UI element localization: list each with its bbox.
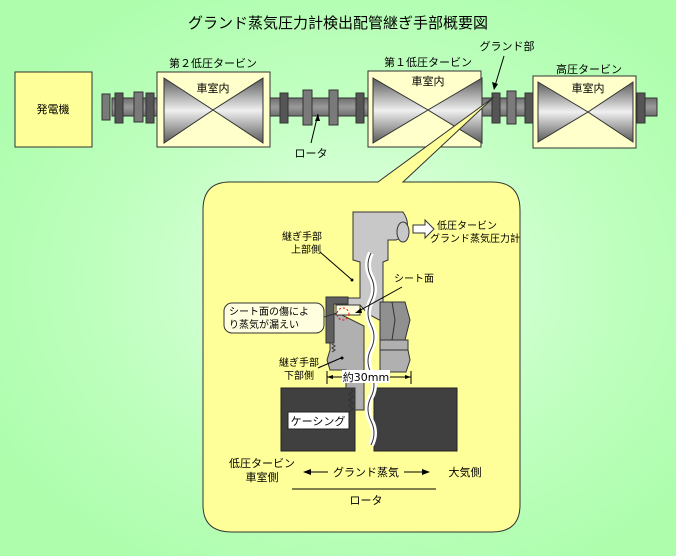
lower-joint-label-line1: 継ぎ手部 [279,356,319,369]
gauge-label-line1: 低圧タービン [437,219,497,232]
lower-joint-label-line2: 下部側 [284,369,314,382]
upper-joint-label-line1: 継ぎ手部 [282,230,322,243]
casing-blocks: ケーシング [280,387,458,452]
turbine-blade-cone [587,81,634,143]
gland-steam-arrows [303,469,430,475]
gland-label: グランド部 [480,39,535,53]
generator: 発電機 [14,71,93,148]
rotor-label: ロータ [295,147,328,160]
break-line-outline [367,252,375,446]
casing-inside-label: 車室内 [197,81,230,95]
turbine-blade-cone [537,81,589,143]
casing-label-box [287,411,350,430]
gauge-label-line2: グランド蒸気圧力計 [430,232,520,245]
outlet-arrow [412,218,435,240]
generator-label: 発電機 [37,102,70,116]
gland-steam-label: グランド蒸気 [333,465,399,479]
lp1-turbine-label: 第１低圧タービン [384,55,472,69]
leak-note: シート面の傷によ り蒸気が漏えい [223,302,338,334]
lower-joint-leader [317,357,342,369]
lp2-turbine: 第２低圧タービン 車室内 [156,56,271,148]
detail-rotor-label: ロータ [350,494,383,507]
shaft-flanges [101,89,646,126]
casing-label: ケーシング [291,414,346,428]
leak-note-line2: り蒸気が漏えい [229,318,299,331]
lp-side-label-line1: 低圧タービン [229,457,295,470]
dimension-30mm: 約30mm [326,370,412,384]
upper-joint-leader [319,251,352,280]
dimension-label: 約30mm [343,370,389,384]
leak-mark [336,307,350,321]
rotor-callout: ロータ [295,113,328,160]
leak-note-line1: シート面の傷によ [229,305,309,318]
lp2-turbine-label: 第２低圧タービン [169,56,257,70]
casing-inside-label: 車室内 [412,74,445,88]
upper-joint-label-line2: 上部側 [291,243,321,256]
hex-nut [379,301,411,373]
union-nut [325,296,349,353]
hp-turbine: 高圧タービン 車室内 [532,62,637,149]
diagram-title: グランド蒸気圧力計検出配管継ぎ手部概要図 [188,14,488,32]
lp1-turbine: 第１低圧タービン 車室内 [367,55,483,148]
lower-joint [326,313,365,413]
atmosphere-side-label: 大気側 [449,465,482,479]
turbine-blade-cone [163,77,214,144]
turbine-blade-cone [372,77,429,144]
hp-turbine-label: 高圧タービン [556,62,622,76]
seat-face-label: シート面 [394,274,434,285]
turbine-blade-cone [212,77,264,144]
seat-face-leader [356,286,403,313]
gland-callout: グランド部 [480,39,535,90]
lp-side-label-line2: 車室側 [246,470,279,484]
casing-inside-label: 車室内 [572,81,605,95]
